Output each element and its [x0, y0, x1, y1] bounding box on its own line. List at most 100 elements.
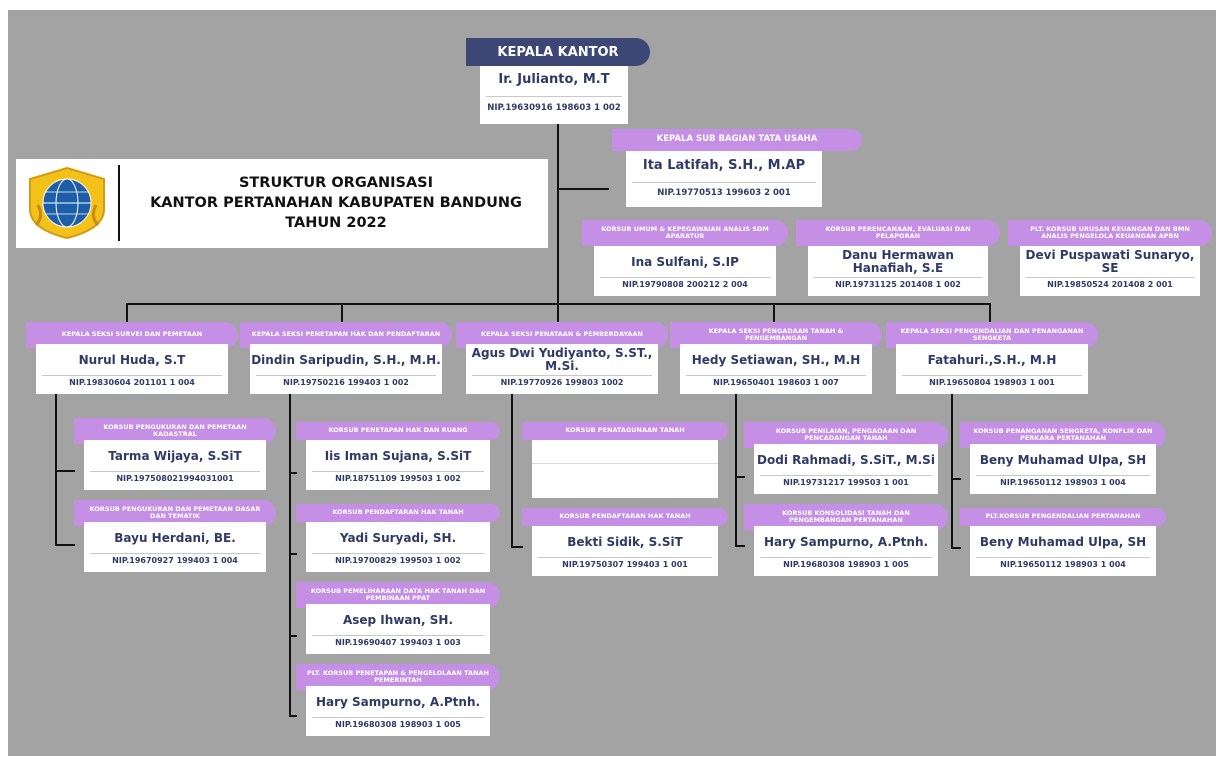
- title-line-3: TAHUN 2022: [285, 215, 387, 231]
- connector-line: [735, 476, 745, 478]
- seksi-penetapan-header: KEPALA SEKSI PENETAPAN HAK DAN PENDAFTAR…: [240, 322, 452, 348]
- korsub-konsolidasi-body: Hary Sampurno, A.Ptnh. NIP.19680308 1989…: [754, 526, 938, 576]
- connector-line: [559, 188, 609, 190]
- seksi-penataan-body: Agus Dwi Yudiyanto, S.ST., M.Si. NIP.197…: [466, 344, 658, 394]
- korsub-pemeliharaan-card: KORSUB PEMELIHARAAN DATA HAK TANAH DAN P…: [296, 582, 500, 656]
- separator: [256, 375, 436, 376]
- korsub-tematik-nip: NIP.19670927 199403 1 004: [112, 556, 238, 565]
- korsub-penatagunaan-name: [532, 442, 718, 470]
- korsub-keuangan-card: Plt. KORSUB URUSAN KEUANGAN DAN BMN ANAL…: [1008, 220, 1212, 300]
- kepala-kantor-header: KEPALA KANTOR: [466, 38, 650, 66]
- korsub-pemeliharaan-nip: NIP.19690407 199403 1 003: [335, 638, 461, 647]
- korsub-penilaian-nip: NIP.19731217 199503 1 001: [783, 478, 909, 487]
- korsub-keuangan-header: Plt. KORSUB URUSAN KEUANGAN DAN BMN ANAL…: [1008, 220, 1212, 246]
- korsub-sengketa-name: Beny Muhamad Ulpa, SH: [979, 452, 1147, 467]
- org-chart: STRUKTUR ORGANISASI KANTOR PERTANAHAN KA…: [8, 10, 1216, 756]
- korsub-penilaian-name: Dodi Rahmadi, S.SiT., M.Si: [757, 452, 935, 467]
- seksi-survei-card: KEPALA SEKSI SURVEI DAN PEMETAAN Nurul H…: [26, 322, 238, 396]
- korsub-umum-name: Ina Sulfani, S.IP: [631, 254, 739, 269]
- sub-bagian-name: Ita Latifah, S.H., M.AP: [642, 158, 806, 173]
- korsub-penatagunaan-card: KORSUB PENATAGUNAAN TANAH: [522, 418, 728, 502]
- seksi-pengadaan-name: Hedy Setiawan, SH., M.H: [691, 352, 861, 367]
- korsub-pengendalian-body: Beny Muhamad Ulpa, SH NIP.19650112 19890…: [970, 526, 1156, 576]
- connector-line: [55, 544, 75, 546]
- separator: [632, 182, 816, 183]
- connector-line: [289, 553, 297, 555]
- connector-line: [557, 124, 559, 304]
- connector-line: [557, 303, 559, 329]
- seksi-penataan-header: KEPALA SEKSI PENATAAN & PEMBERDAYAAN: [456, 322, 668, 348]
- korsub-pendaftaran-hak-name: Bekti Sidik, S.SiT: [567, 534, 683, 549]
- korsub-tematik-body: Bayu Herdani, BE. NIP.19670927 199403 1 …: [84, 522, 266, 572]
- korsub-sengketa-header: KORSUB PENANGANAN SENGKETA, KONFLIK DAN …: [960, 422, 1166, 448]
- separator: [90, 471, 260, 472]
- korsub-pemeliharaan-header: KORSUB PEMELIHARAAN DATA HAK TANAH DAN P…: [296, 582, 500, 608]
- korsub-pengelolaan-nip: NIP.19680308 198903 1 005: [335, 720, 461, 729]
- korsub-konsolidasi-card: KORSUB KONSOLIDASI TANAH DAN PENGEMBANGA…: [744, 504, 948, 578]
- connector-line: [735, 392, 737, 547]
- korsub-pemeliharaan-name: Asep Ihwan, SH.: [342, 612, 454, 627]
- korsub-pengelolaan-header: Plt. KORSUB PENETAPAN & PENGELOLAAN TANA…: [296, 664, 500, 690]
- separator: [312, 471, 484, 472]
- separator: [486, 96, 622, 97]
- connector-line: [126, 303, 128, 329]
- connector-line: [989, 303, 991, 329]
- seksi-pengadaan-nip: NIP.19650401 198603 1 007: [713, 378, 839, 387]
- seksi-pengadaan-body: Hedy Setiawan, SH., M.H NIP.19650401 198…: [680, 344, 872, 394]
- korsub-umum-card: KORSUB UMUM & KEPEGAWAIAN ANALIS SDM APA…: [582, 220, 788, 300]
- connector-line: [289, 715, 297, 717]
- sub-bagian-card: KEPALA SUB BAGIAN TATA USAHA Ita Latifah…: [612, 129, 862, 211]
- separator: [312, 553, 484, 554]
- separator: [760, 475, 932, 476]
- separator: [814, 277, 982, 278]
- korsub-pengelolaan-name: Hary Sampurno, A.Ptnh.: [315, 694, 481, 709]
- korsub-tematik-card: KORSUB PENGUKURAN DAN PEMETAAN DASAR DAN…: [74, 500, 276, 574]
- seksi-pengendalian-card: KEPALA SEKSI PENGENDALIAN DAN PENANGANAN…: [886, 322, 1098, 396]
- korsub-perencanaan-nip: NIP.19731125 201408 1 002: [835, 280, 961, 289]
- connector-line: [951, 478, 961, 480]
- separator: [472, 375, 652, 376]
- connector-line: [951, 547, 961, 549]
- korsub-umum-body: Ina Sulfani, S.IP NIP.19790808 200212 2 …: [594, 246, 776, 296]
- korsub-keuangan-name: Devi Puspawati Sunaryo, SE: [1025, 248, 1195, 275]
- korsub-pendaftaran-nip: NIP.19700829 199503 1 002: [335, 556, 461, 565]
- connector-line: [341, 303, 343, 329]
- korsub-pendaftaran-hak-card: KORSUB PENDAFTARAN HAK TANAH Bekti Sidik…: [522, 504, 728, 578]
- korsub-pengendalian-card: Plt.KORSUB PENGENDALIAN PERTANAHAN Beny …: [960, 504, 1166, 578]
- sub-bagian-header: KEPALA SUB BAGIAN TATA USAHA: [612, 129, 862, 151]
- korsub-kadastral-body: Tarma Wijaya, S.SiT NIP.1975080219940310…: [84, 440, 266, 490]
- seksi-survei-body: Nurul Huda, S.T NIP.19830604 201101 1 00…: [36, 344, 228, 394]
- korsub-penilaian-body: Dodi Rahmadi, S.SiT., M.Si NIP.19731217 …: [754, 444, 938, 494]
- separator: [976, 557, 1150, 558]
- korsub-pendaftaran-card: KORSUB PENDAFTARAN HAK TANAH Yadi Suryad…: [296, 500, 500, 574]
- connector-line: [511, 392, 513, 548]
- title-line-1: STRUKTUR ORGANISASI: [238, 175, 434, 191]
- seksi-penataan-nip: NIP.19770926 199803 1002: [500, 378, 624, 387]
- connector-line: [289, 472, 297, 474]
- separator: [42, 375, 222, 376]
- korsub-kadastral-header: KORSUB PENGUKURAN DAN PEMETAAN KADASTRAL: [74, 418, 276, 444]
- korsub-konsolidasi-header: KORSUB KONSOLIDASI TANAH DAN PENGEMBANGA…: [744, 504, 948, 530]
- korsub-perencanaan-name: Danu Hermawan Hanafiah, S.E: [842, 248, 954, 275]
- seksi-pengadaan-card: KEPALA SEKSI PENGADAAN TANAH & PENGEMBAN…: [670, 322, 882, 396]
- korsub-sengketa-body: Beny Muhamad Ulpa, SH NIP.19650112 19890…: [970, 444, 1156, 494]
- separator: [686, 375, 866, 376]
- korsub-penilaian-card: KORSUB PENILAIAN, PENGADAAN DAN PENCADAN…: [744, 422, 948, 496]
- connector-line: [511, 546, 523, 548]
- seksi-penataan-name: Agus Dwi Yudiyanto, S.ST., M.Si.: [471, 346, 653, 373]
- seksi-penetapan-card: KEPALA SEKSI PENETAPAN HAK DAN PENDAFTAR…: [240, 322, 452, 396]
- korsub-tematik-header: KORSUB PENGUKURAN DAN PEMETAAN DASAR DAN…: [74, 500, 276, 526]
- korsub-keuangan-body: Devi Puspawati Sunaryo, SE NIP.19850524 …: [1020, 246, 1200, 296]
- sub-bagian-nip: NIP.19770513 199603 2 001: [657, 188, 791, 198]
- connector-line: [55, 470, 75, 472]
- connector-line: [55, 392, 57, 546]
- title-line-2: KANTOR PERTANAHAN KABUPATEN BANDUNG: [150, 195, 522, 211]
- separator: [760, 557, 932, 558]
- separator: [538, 557, 712, 558]
- separator: [600, 277, 770, 278]
- connector-line: [289, 635, 297, 637]
- korsub-sengketa-card: KORSUB PENANGANAN SENGKETA, KONFLIK DAN …: [960, 422, 1166, 496]
- korsub-kadastral-card: KORSUB PENGUKURAN DAN PEMETAAN KADASTRAL…: [74, 418, 276, 492]
- korsub-sengketa-nip: NIP.19650112 198903 1 004: [1000, 478, 1126, 487]
- korsub-pemeliharaan-body: Asep Ihwan, SH. NIP.19690407 199403 1 00…: [306, 604, 490, 654]
